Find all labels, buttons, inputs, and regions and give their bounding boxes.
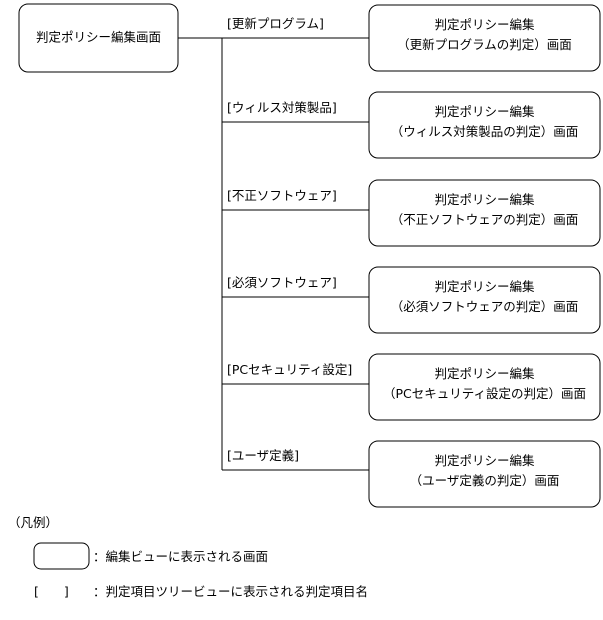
branch-edge-label: [必須ソフトウェア] [227,275,337,290]
legend-box-description: ：編集ビューに表示される画面 [93,549,268,564]
branch-edge-label: [ウィルス対策製品] [227,100,337,115]
branch-screen-line1: 判定ポリシー編集 [434,17,535,32]
branch-screen-box [368,440,601,508]
branch-screen-line2: （必須ソフトウェアの判定）画面 [391,299,579,314]
branch-screen-line1: 判定ポリシー編集 [434,453,535,468]
branch-screen-line1: 判定ポリシー編集 [434,366,535,381]
branch-edge-label: [ユーザ定義] [227,448,299,463]
branch-screen-box [368,179,601,247]
branch-screen-line1: 判定ポリシー編集 [434,279,535,294]
branch-screen-line2: （不正ソフトウェアの判定）画面 [391,212,579,227]
branch-screen-line1: 判定ポリシー編集 [434,104,535,119]
branch-screen-box [368,353,601,421]
legend-bracket-symbol: [ ] [34,584,69,599]
branch-screen-line1: 判定ポリシー編集 [434,192,535,207]
branch-edge-label: [更新プログラム] [227,16,324,31]
branch-screen-box [368,91,601,159]
branch-edge-label: [不正ソフトウェア] [227,188,337,203]
legend-bracket-description: ：判定項目ツリービューに表示される判定項目名 [93,584,368,599]
branch-screen-box [368,4,601,72]
branch-screen-line2: （ユーザ定義の判定）画面 [410,473,560,488]
root-screen-label: 判定ポリシー編集画面 [36,30,161,45]
branch-screen-box [368,266,601,334]
branch-screen-line2: （PCセキュリティ設定の判定）画面 [383,386,586,401]
legend-title: （凡例） [8,515,58,530]
branch-screen-line2: （更新プログラムの判定）画面 [397,37,572,52]
legend-box-symbol [33,542,90,570]
branch-screen-line2: （ウィルス対策製品の判定）画面 [391,124,579,139]
branch-edge-label: [PCセキュリティ設定] [227,362,352,377]
